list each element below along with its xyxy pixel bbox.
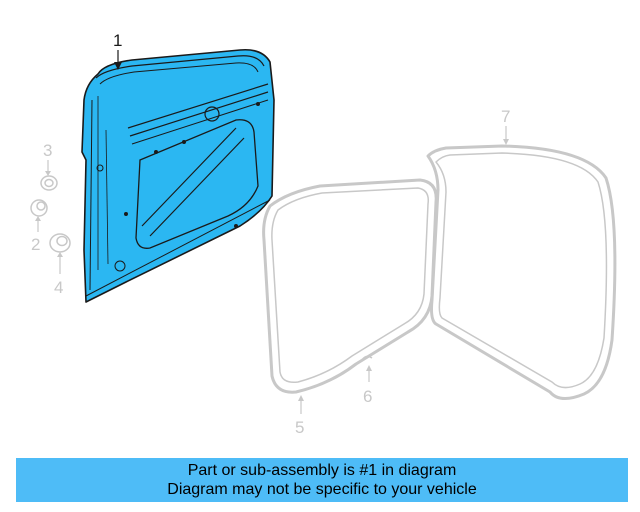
info-banner: Part or sub-assembly is #1 in diagram Di… <box>16 458 628 502</box>
leader-lines <box>35 50 509 414</box>
plug-part-3[interactable] <box>40 175 58 191</box>
callout-7: 7 <box>501 107 510 126</box>
callout-2: 2 <box>31 235 40 254</box>
callout-3: 3 <box>43 141 52 160</box>
door-shell[interactable] <box>81 48 275 303</box>
banner-line-2: Diagram may not be specific to your vehi… <box>167 481 477 498</box>
body-weatherstrip[interactable] <box>262 178 438 394</box>
plug-part-4[interactable] <box>49 233 71 253</box>
callout-6: 6 <box>363 387 372 406</box>
callout-4: 4 <box>54 278 63 297</box>
door-shell-outline <box>81 48 275 303</box>
banner-line-1: Part or sub-assembly is #1 in diagram <box>187 462 457 479</box>
plug-part-2[interactable] <box>30 199 48 217</box>
door-weatherstrip-front[interactable] <box>426 144 617 400</box>
callout-1: 1 <box>113 31 122 50</box>
callout-5: 5 <box>295 418 304 437</box>
